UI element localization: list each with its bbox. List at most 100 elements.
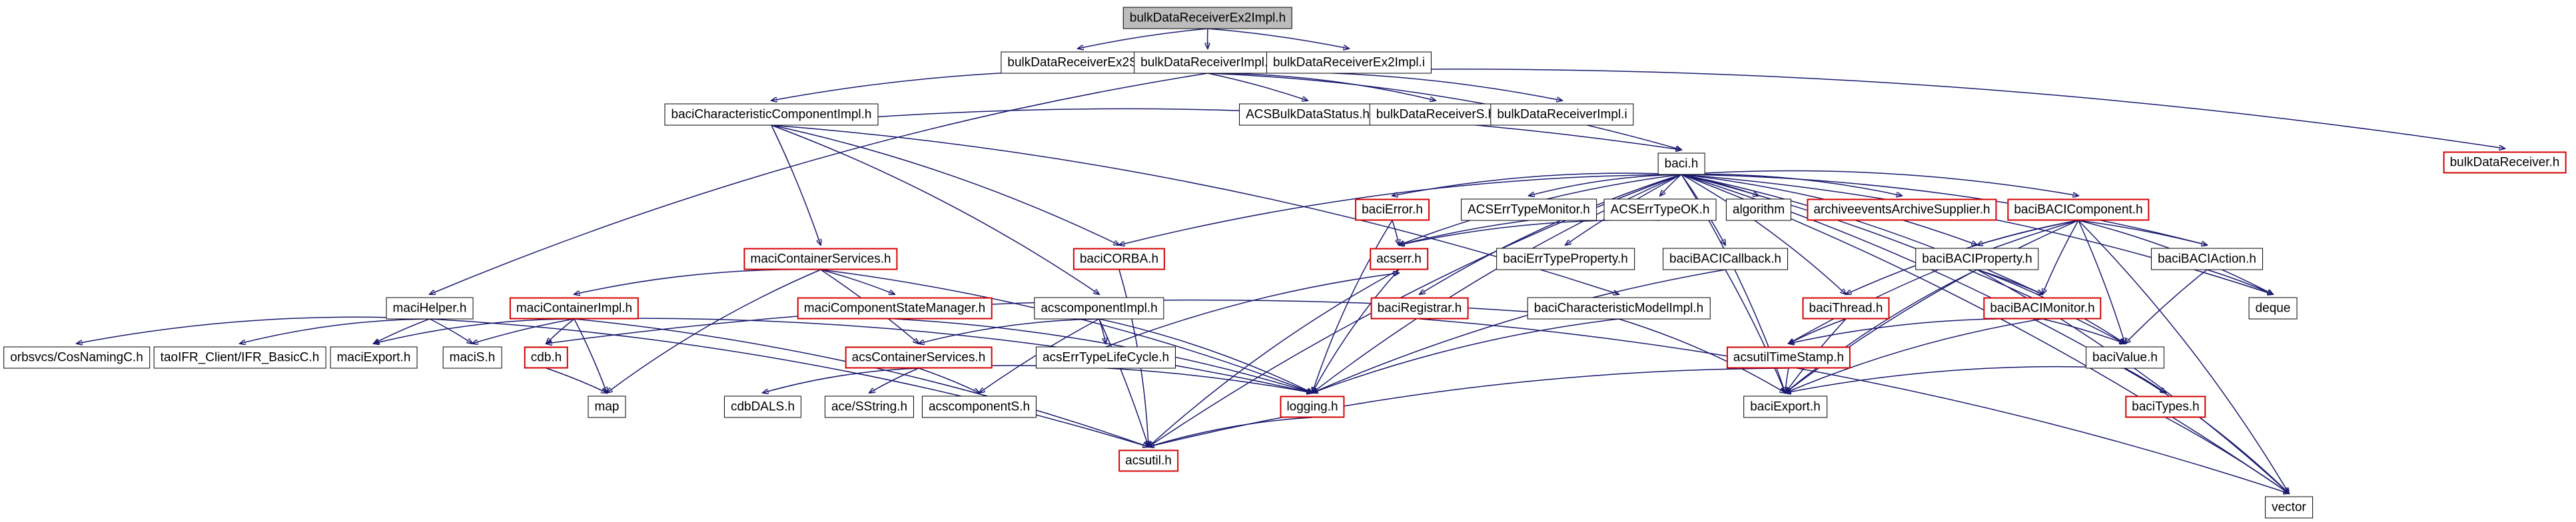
graph-edge-bacicomponent-bacivalue [2078,220,2125,344]
graph-node-acscomponentimpl[interactable]: acscomponentImpl.h [1034,297,1164,320]
graph-edge-acserr-logging [1312,269,1400,393]
graph-edge-acscomponentimpl-acsutil [1098,318,1148,447]
graph-edge-ex2impl-ex2s [1078,28,1208,49]
graph-node-baciproperty[interactable]: baciBACIProperty.h [1915,248,2039,270]
graph-node-bacierror[interactable]: baciError.h [1355,198,1430,221]
graph-node-cdbdals[interactable]: cdbDALS.h [723,395,802,418]
graph-edge-characcomp-acscomponentimpl [771,125,1099,294]
graph-node-baciexport[interactable]: baciExport.h [1743,395,1827,418]
graph-node-macihelper[interactable]: maciHelper.h [386,297,474,320]
graph-node-acserrtypelifecycle[interactable]: acsErrTypeLifeCycle.h [1035,346,1176,369]
graph-edge-baci-bacicomponent [1681,170,2078,196]
graph-node-bacierrtypeproperty[interactable]: baciErrTypeProperty.h [1496,248,1635,270]
graph-node-recvimpl[interactable]: bulkDataReceiverImpl.h [1134,51,1282,74]
graph-edge-baci-acserrtypeok [1660,174,1682,196]
graph-edge-bacicomponent-acsutiltimestamp [1789,220,2079,344]
graph-edge-macicontainerimpl-logging [574,318,1312,393]
graph-node-ifrbasic[interactable]: taoIFR_Client/IFR_BasicC.h [153,346,326,369]
graph-edge-characcomp-baci [771,108,1681,150]
graph-node-acsutil[interactable]: acsutil.h [1118,449,1178,472]
graph-node-macicontainerservices[interactable]: maciContainerServices.h [743,248,898,270]
graph-edge-characcomp-macicontainerservices [771,125,821,245]
graph-node-acserr[interactable]: acserr.h [1370,248,1428,270]
graph-node-acsbulkstatus[interactable]: ACSBulkDataStatus.h [1239,103,1376,126]
graph-node-characcomp[interactable]: baciCharacteristicComponentImpl.h [664,103,879,126]
graph-node-baciaction[interactable]: baciBACIAction.h [2151,248,2263,270]
graph-node-macis[interactable]: maciS.h [442,346,502,369]
graph-edge-acserrtypeok-acserr [1399,219,1661,245]
graph-edge-macihelper-cosnaming [77,316,430,344]
graph-edge-acscomponentimpl-logging [1098,318,1312,393]
graph-edge-bacierror-acserr [1392,220,1399,245]
graph-node-bacitypes[interactable]: baciTypes.h [2125,395,2206,418]
graph-node-cdb[interactable]: cdb.h [524,346,569,369]
graph-edge-baci-baciregistrar [1420,174,1682,294]
graph-node-ex2s[interactable]: bulkDataReceiverEx2S.h [1001,51,1155,74]
graph-node-acscomponents[interactable]: acscomponentS.h [921,395,1037,418]
graph-node-archivesupplier[interactable]: archiveeventsArchiveSupplier.h [1807,198,1997,221]
graph-edge-baciproperty-vector [1976,269,2289,493]
graph-edge-acserrtypemonitor-acserr [1399,220,1529,245]
edge-layer [77,28,2505,493]
graph-edge-macicontainerimpl-macis [472,318,575,344]
graph-node-bacicorba[interactable]: baciCORBA.h [1073,248,1166,270]
graph-edge-baci-bacithread [1681,174,1846,294]
graph-node-acsutiltimestamp[interactable]: acsutilTimeStamp.h [1726,346,1851,369]
graph-edge-bacimonitor-baciexport [1785,318,2043,393]
graph-node-map[interactable]: map [588,395,626,418]
graph-edge-macicontainerservices-logging [820,269,1312,393]
graph-edge-baciregistrar-vector [1419,318,2289,493]
graph-node-acestring[interactable]: ace/SString.h [824,395,915,418]
graph-node-bacicomponent[interactable]: baciBACIComponent.h [2007,198,2150,221]
graph-node-deque[interactable]: deque [2248,297,2298,320]
graph-edge-macihelper-maciexport [374,318,430,344]
graph-node-macicompstatemgr[interactable]: maciComponentStateManager.h [797,297,993,320]
graph-node-bulkrecv[interactable]: bulkDataReceiver.h [2443,151,2567,174]
graph-node-baciregistrar[interactable]: baciRegistrar.h [1370,297,1469,320]
graph-edge-recvimpl-baci [1207,73,1681,150]
graph-edge-acscontainerservices-logging [918,365,1312,393]
graph-edge-bacicomponent-baciproperty [1977,220,2079,245]
graph-edge-acscontainerservices-acestring [869,368,919,393]
graph-edge-bacimonitor-bacivalue [2042,318,2125,344]
graph-node-bacicallback[interactable]: baciBACICallback.h [1663,248,1788,270]
graph-edge-baciproperty-baciexport [1785,269,1978,393]
graph-node-acscontainerservices[interactable]: acsContainerServices.h [845,346,993,369]
graph-edge-characmodel-logging [1312,318,1619,393]
graph-edge-recvimpl-macihelper [430,73,1208,294]
graph-node-acserrtypeok[interactable]: ACSErrTypeOK.h [1603,198,1717,221]
graph-node-cosnaming[interactable]: orbsvcs/CosNamingC.h [3,346,150,369]
graph-edge-macihelper-macis [429,318,472,344]
graph-edge-baci-deque [1681,174,2273,294]
graph-edge-bacicallback-baciexport [1725,269,1785,393]
graph-edge-bacicomponent-vector [2078,220,2289,493]
graph-node-bacivalue[interactable]: baciValue.h [2086,346,2164,369]
graph-edge-acscomponentimpl-acscontainerservices [919,318,1100,344]
graph-edge-macicontainerservices-map [607,269,821,393]
graph-node-maciexport[interactable]: maciExport.h [330,346,418,369]
graph-edge-bacicomponent-baciaction [2078,220,2207,245]
graph-edge-baciaction-bacivalue [2125,269,2208,344]
graph-node-ex2impl_i[interactable]: bulkDataReceiverEx2Impl.i [1266,51,1432,74]
graph-node-acserrtypemonitor[interactable]: ACSErrTypeMonitor.h [1461,198,1597,221]
graph-node-bacithread[interactable]: baciThread.h [1802,297,1890,320]
graph-edge-macicontainerimpl-maciexport [374,318,575,344]
graph-node-ex2impl: bulkDataReceiverEx2Impl.h [1122,7,1293,29]
graph-edge-acscontainerservices-acscomponents [918,368,979,393]
graph-edge-bacierror-logging [1312,220,1393,393]
graph-node-baci[interactable]: baci.h [1657,152,1705,175]
graph-edge-characcomp-bacicorba [771,125,1119,245]
graph-edge-cdb-map [546,368,607,393]
graph-node-bacimonitor[interactable]: baciBACIMonitor.h [1983,297,2102,320]
graph-node-characmodel[interactable]: baciCharacteristicModelImpl.h [1527,297,1711,320]
graph-node-recvimpl_i[interactable]: bulkDataReceiverImpl.i [1490,103,1634,126]
graph-node-logging[interactable]: logging.h [1280,395,1345,418]
graph-node-vector[interactable]: vector [2265,496,2313,519]
graph-node-algorithm[interactable]: algorithm [1725,198,1792,221]
graph-edge-characcomp-characmodel [771,125,1619,294]
graph-node-macicontainerimpl[interactable]: maciContainerImpl.h [509,297,640,320]
graph-edge-macicontainerservices-macicompstatemgr [820,269,895,294]
graph-edge-macicontainerimpl-map [574,318,607,393]
graph-node-recvS[interactable]: bulkDataReceiverS.h [1369,103,1502,126]
